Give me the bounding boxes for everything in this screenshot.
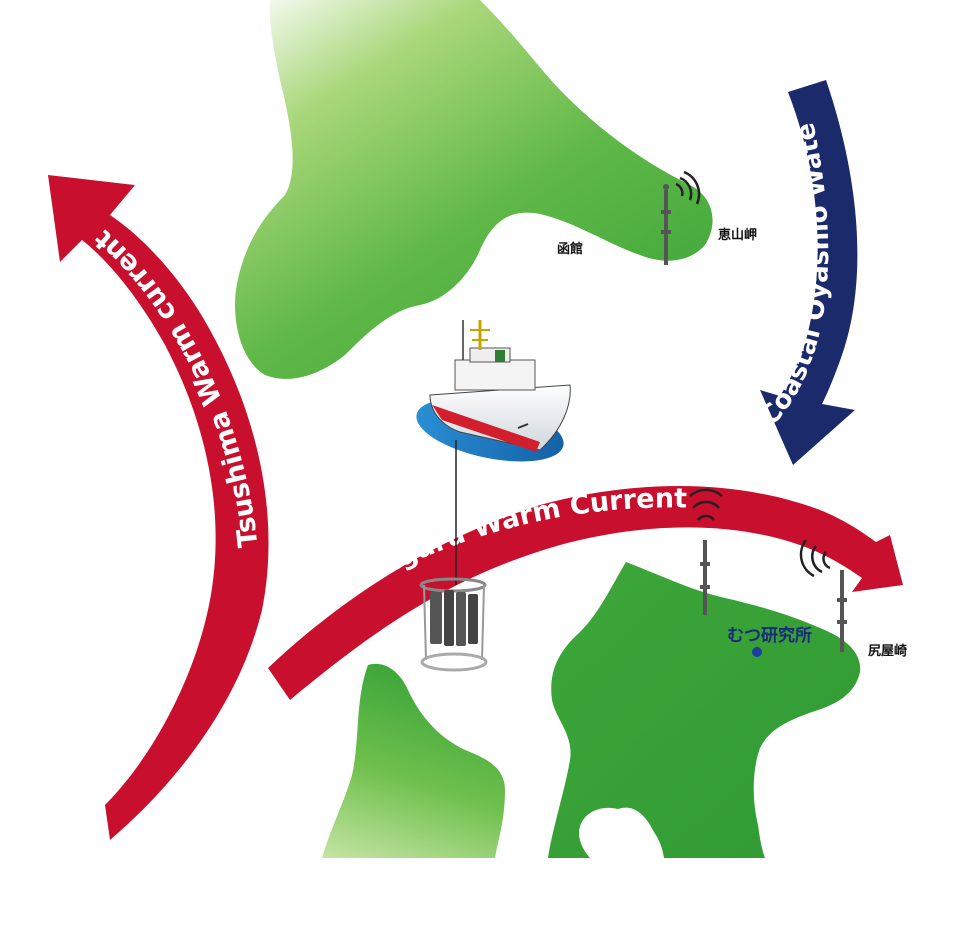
radio-tower-icon bbox=[700, 540, 710, 615]
place-label-hakodate: 函館 bbox=[557, 241, 583, 257]
station-marker bbox=[752, 647, 762, 657]
station-label-mutsu: むつ研究所 bbox=[727, 625, 812, 646]
shimokita-landmass bbox=[548, 562, 861, 858]
tsugaru-peninsula-landmass bbox=[322, 663, 505, 858]
radio-signal-icon bbox=[799, 539, 831, 578]
place-label-esanmisaki: 恵山岬 bbox=[718, 227, 757, 243]
ctd-sampler-icon bbox=[419, 577, 488, 672]
oyashio-current-arrow bbox=[760, 80, 858, 465]
radio-tower-icon bbox=[661, 184, 671, 265]
tsushima-current-label: Tsushima Warm current bbox=[88, 223, 264, 549]
hokkaido-landmass bbox=[235, 0, 713, 379]
radio-signal-icon bbox=[689, 488, 723, 521]
tsugaru-current-arrow bbox=[268, 486, 903, 700]
radio-tower-icon bbox=[837, 570, 847, 652]
tsushima-current-arrow bbox=[48, 175, 269, 840]
place-label-shiriyazaki: 尻屋崎 bbox=[868, 643, 907, 659]
radio-signal-icon bbox=[675, 170, 701, 205]
ship-icon bbox=[416, 320, 571, 462]
